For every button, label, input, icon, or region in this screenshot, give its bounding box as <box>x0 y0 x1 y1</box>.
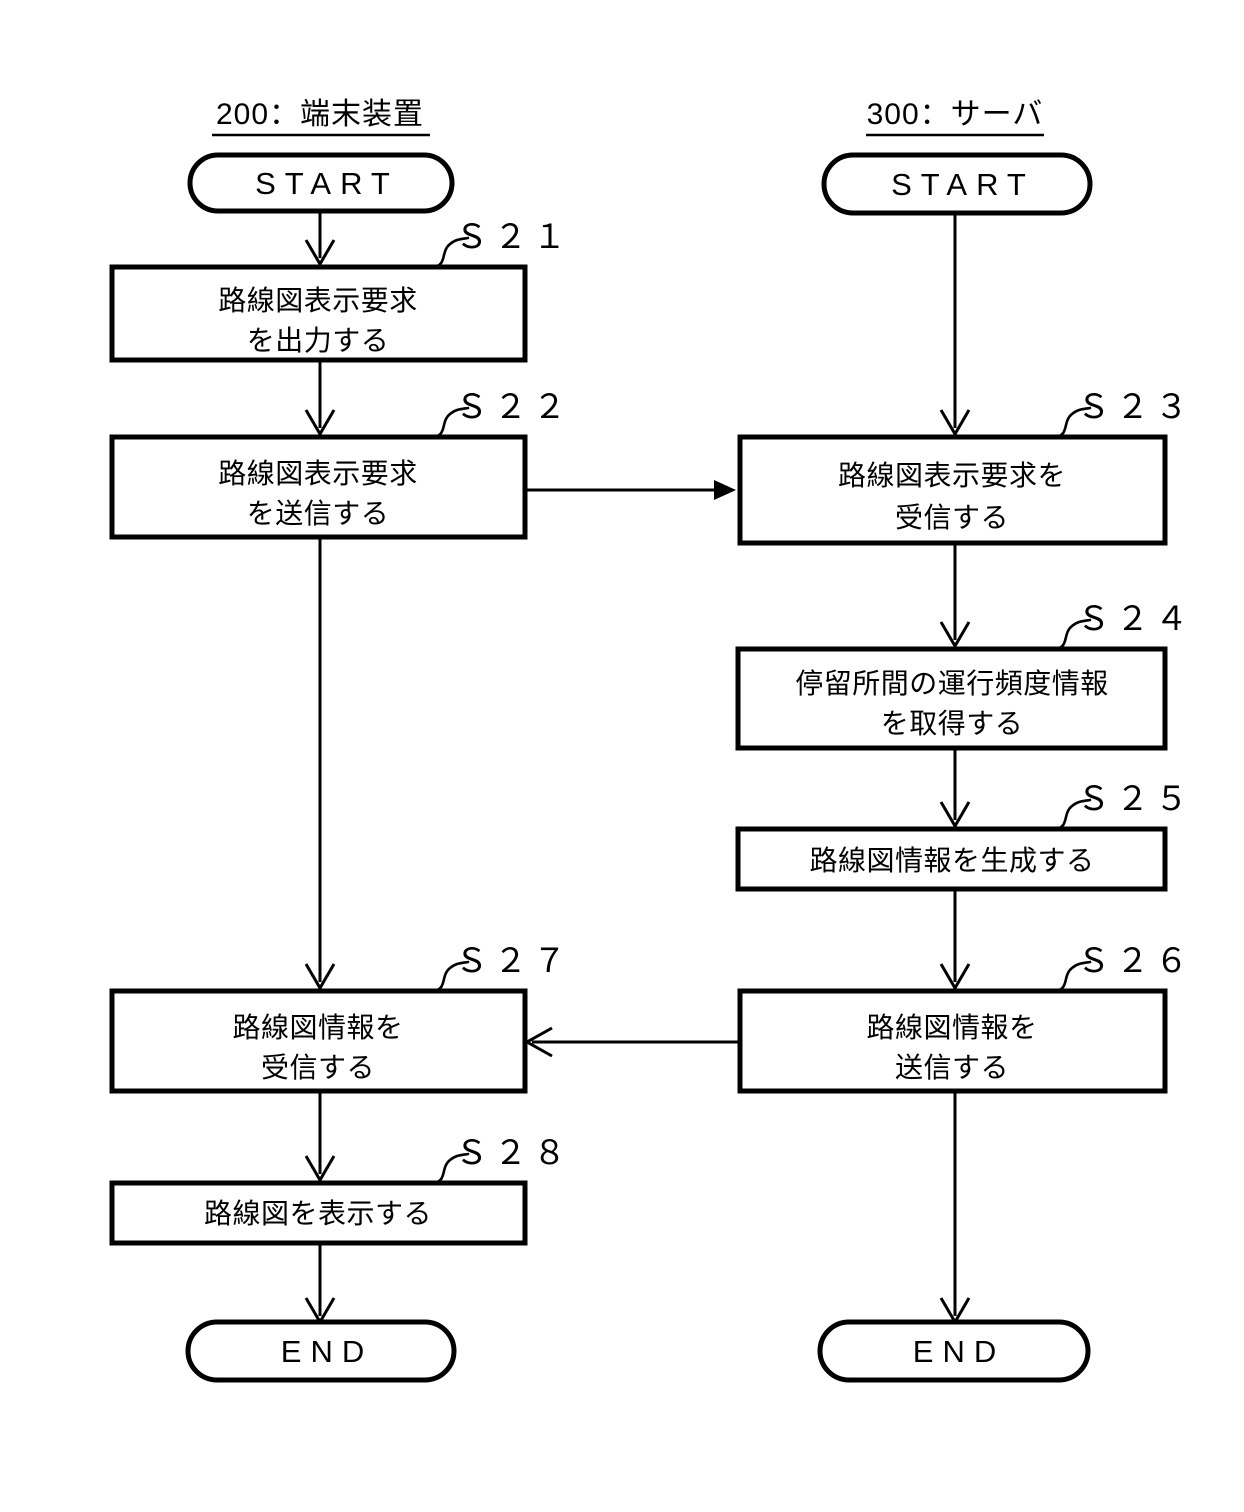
lane-title-terminal-device: 200：端末装置 <box>212 98 430 137</box>
step-s25-label: Ｓ２５ <box>1077 780 1194 817</box>
step-s28-line-1: 路線図を表示する <box>204 1198 432 1229</box>
step-s27: 路線図情報を 受信する <box>109 988 528 1094</box>
step-s28-box <box>109 1180 528 1246</box>
step-s24-line-2: を取得する <box>881 708 1024 739</box>
step-s27-callout: Ｓ２７ <box>430 942 572 993</box>
step-s22-line-1: 路線図表示要求 <box>218 458 418 489</box>
server-start-node: START <box>821 152 1093 216</box>
connector-s21-to-s22 <box>304 360 336 437</box>
lane-title-terminal-device-text: 200：端末装置 <box>216 98 424 131</box>
step-s21-label: Ｓ２１ <box>455 218 572 255</box>
step-s27-label: Ｓ２７ <box>455 942 572 979</box>
step-s24: 停留所間の運行頻度情報 を取得する <box>735 646 1168 751</box>
step-s24-callout: Ｓ２４ <box>1052 600 1194 651</box>
terminal-device-end-node: END <box>185 1319 457 1383</box>
connector-s24-to-s25 <box>939 748 971 829</box>
step-s26-line-1: 路線図情報を <box>866 1012 1037 1043</box>
step-s24-line-1: 停留所間の運行頻度情報 <box>795 668 1109 699</box>
server-start-shape <box>821 152 1093 216</box>
lane-title-server: 300：サーバ <box>866 98 1044 137</box>
server-start-label: START <box>891 167 1035 202</box>
step-s23: 路線図表示要求を 受信する <box>737 434 1168 546</box>
step-s26: 路線図情報を 送信する <box>737 988 1168 1094</box>
connector-s22-to-s23-arrowhead <box>714 480 736 500</box>
step-s21: 路線図表示要求 を出力する <box>109 264 528 363</box>
connector-server-start-to-s23 <box>939 213 971 437</box>
step-s22: 路線図表示要求 を送信する <box>109 434 528 540</box>
terminal-device-end-shape <box>185 1319 457 1383</box>
step-s28: 路線図を表示する <box>109 1180 528 1246</box>
step-s27-line-2: 受信する <box>261 1052 375 1083</box>
step-s23-box <box>737 434 1168 546</box>
server-end-node: END <box>817 1319 1091 1383</box>
step-s25-callout: Ｓ２５ <box>1052 780 1194 831</box>
step-s28-callout: Ｓ２８ <box>430 1134 572 1185</box>
connector-s26-to-end <box>939 1091 971 1325</box>
lane-title-server-text: 300：サーバ <box>867 98 1044 131</box>
step-s23-label: Ｓ２３ <box>1077 388 1194 425</box>
connector-s26-to-s27 <box>523 1026 740 1058</box>
step-s24-box <box>735 646 1168 751</box>
step-s22-callout: Ｓ２２ <box>430 388 572 439</box>
step-s24-label: Ｓ２４ <box>1077 600 1194 637</box>
step-s25: 路線図情報を生成する <box>735 826 1168 892</box>
step-s25-line-1: 路線図情報を生成する <box>809 845 1094 876</box>
terminal-device-start-node: START <box>187 152 455 214</box>
step-s23-line-2: 受信する <box>895 502 1009 533</box>
step-s21-line-2: を出力する <box>247 325 390 356</box>
step-s26-label: Ｓ２６ <box>1077 942 1194 979</box>
connector-s27-to-s28 <box>304 1091 336 1183</box>
step-s23-callout: Ｓ２３ <box>1052 388 1194 439</box>
connector-s28-to-end <box>304 1243 336 1325</box>
server-end-shape <box>817 1319 1091 1383</box>
step-s26-line-2: 送信する <box>895 1052 1009 1083</box>
step-s21-line-1: 路線図表示要求 <box>218 285 418 316</box>
step-s28-label: Ｓ２８ <box>455 1134 572 1171</box>
step-s26-callout: Ｓ２６ <box>1052 942 1194 993</box>
connector-s23-to-s24 <box>939 543 971 649</box>
step-s22-line-2: を送信する <box>247 498 390 529</box>
step-s21-callout: Ｓ２１ <box>430 218 572 269</box>
connector-s22-to-s23 <box>525 480 736 500</box>
terminal-device-start-label: START <box>255 166 399 201</box>
connector-start-to-s21 <box>304 211 336 267</box>
terminal-device-end-label: END <box>281 1334 373 1369</box>
step-s27-line-1: 路線図情報を <box>232 1012 403 1043</box>
step-s23-line-1: 路線図表示要求を <box>838 460 1066 491</box>
step-s22-label: Ｓ２２ <box>455 388 572 425</box>
step-s22-box <box>109 434 528 540</box>
connector-s25-to-s26 <box>939 889 971 991</box>
step-s26-box <box>737 988 1168 1094</box>
connector-s22-to-s27 <box>304 537 336 991</box>
server-end-label: END <box>913 1334 1005 1369</box>
step-s25-box <box>735 826 1168 892</box>
